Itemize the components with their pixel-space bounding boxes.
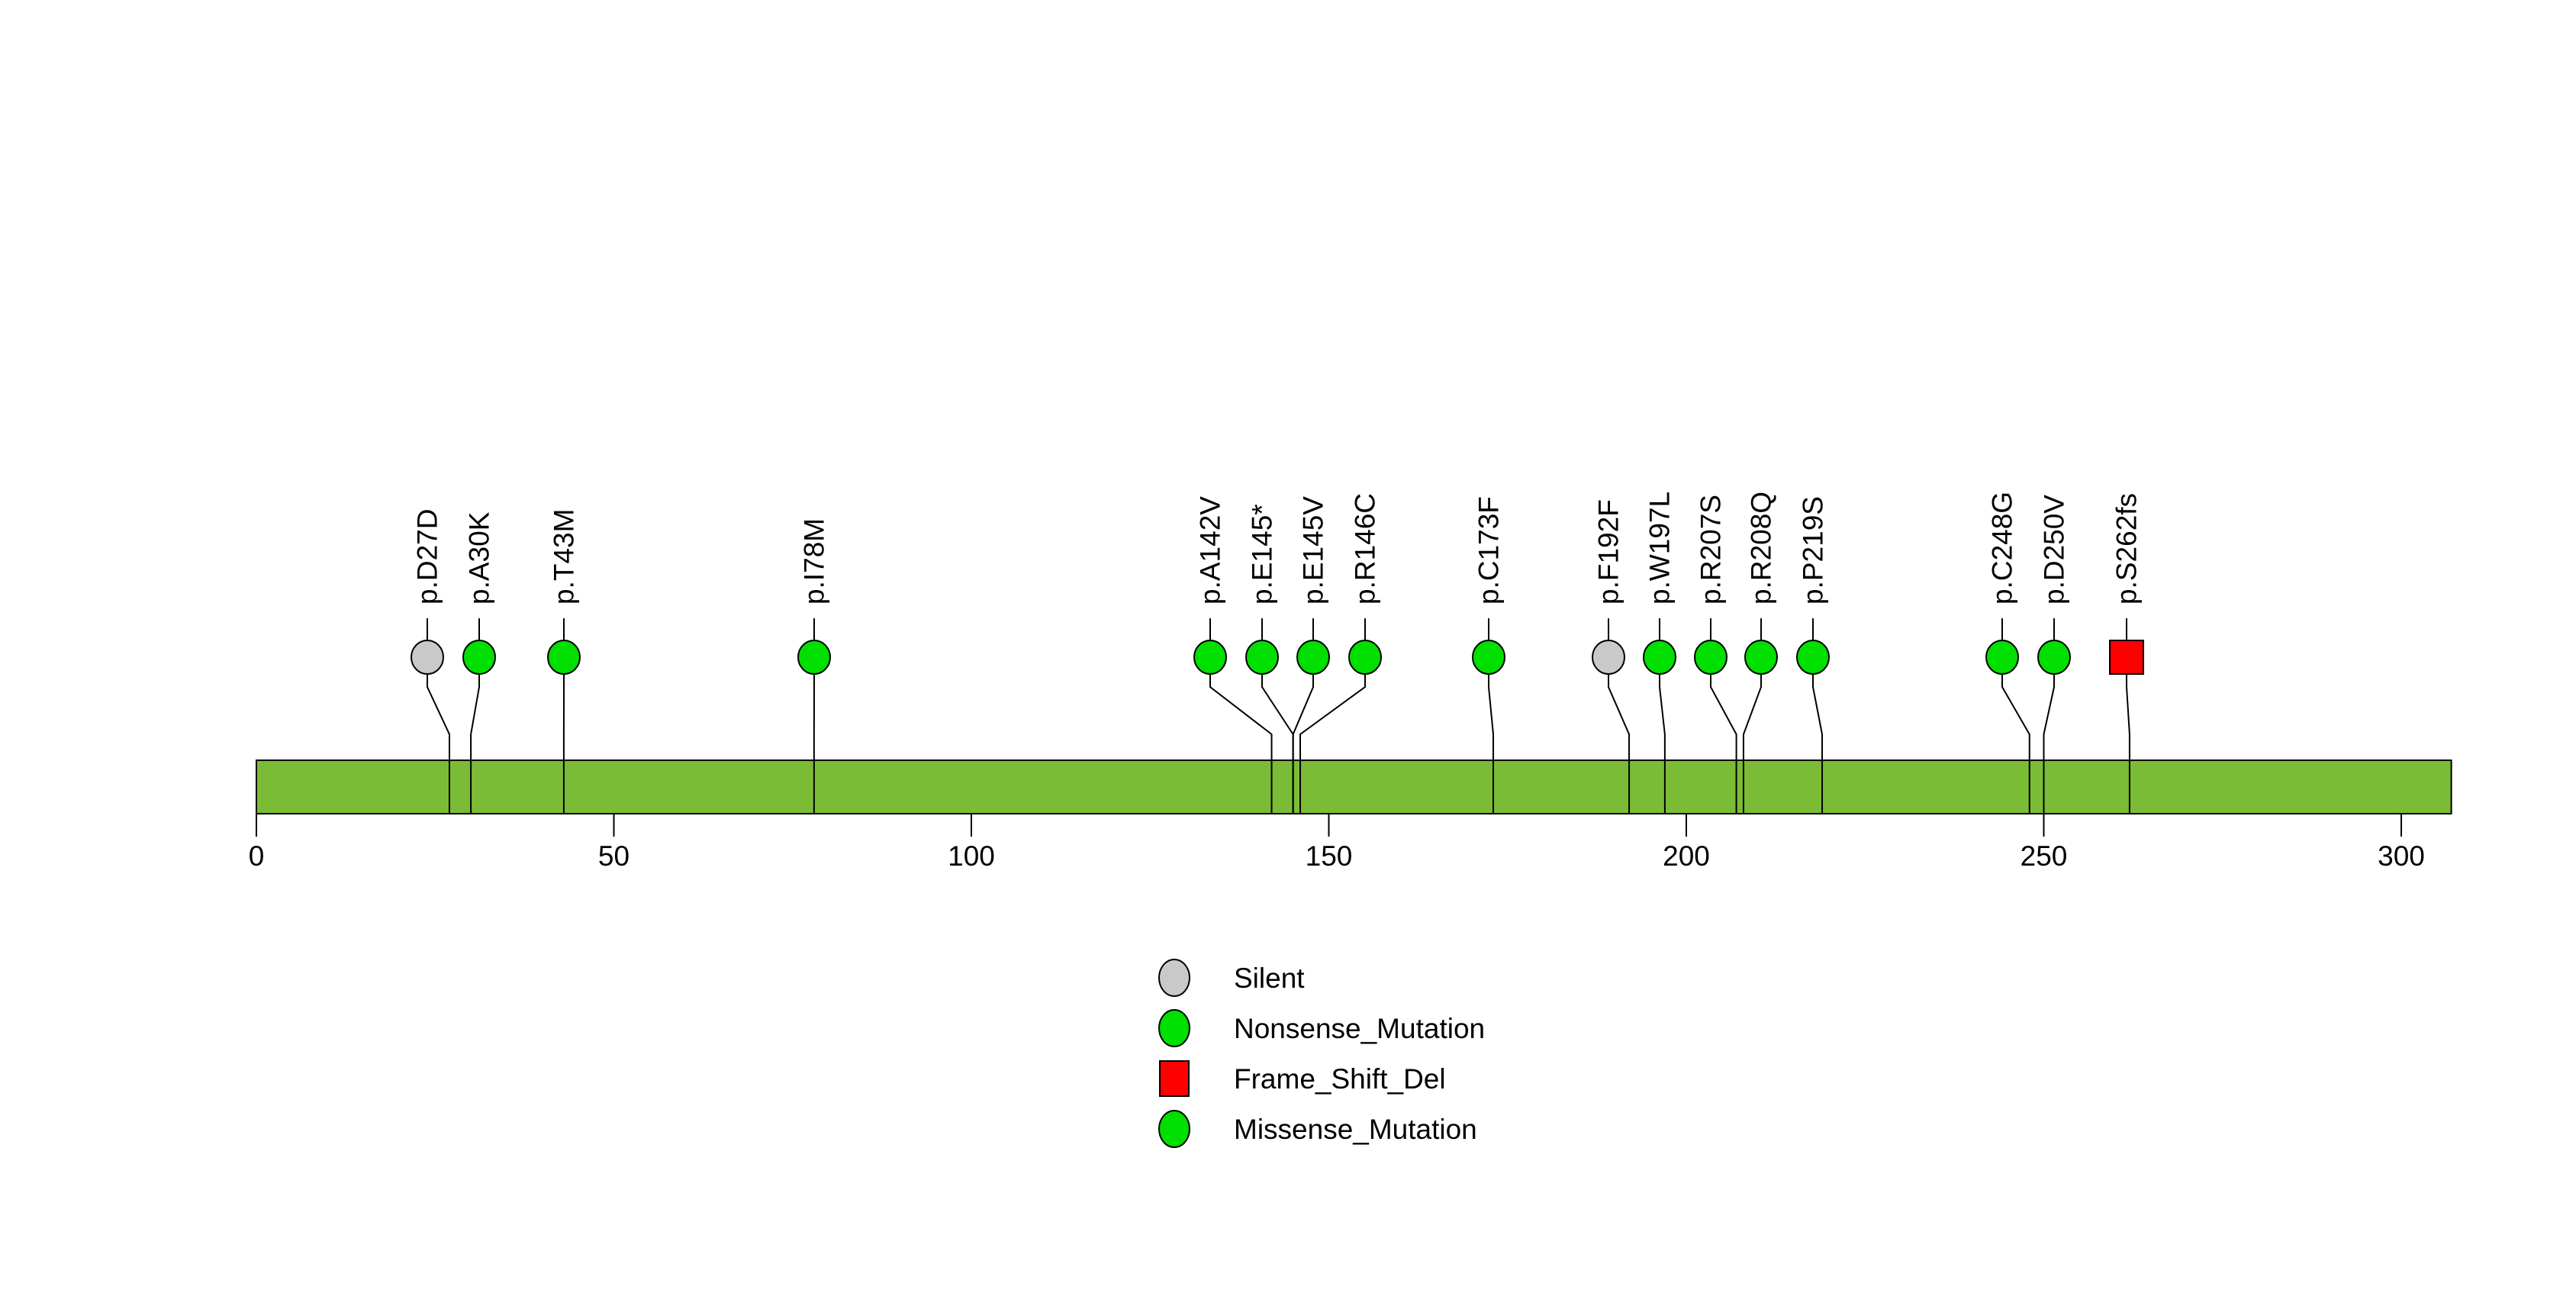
mutation-label: p.C248G — [1987, 492, 2018, 605]
mutation-marker — [1348, 640, 1382, 675]
mutation-marker — [1592, 640, 1625, 675]
mutation-label: p.T43M — [549, 509, 580, 605]
mutation-label: p.A142V — [1195, 496, 1226, 605]
legend-swatch — [1158, 959, 1190, 997]
axis-tick-label: 100 — [948, 840, 995, 872]
mutation-label: p.I78M — [799, 518, 830, 605]
mutation-marker — [1643, 640, 1676, 675]
mutation-marker — [462, 640, 496, 675]
mutation-label: p.R207S — [1695, 495, 1727, 605]
protein-bar — [256, 759, 2452, 814]
mutation-label: p.C173F — [1473, 496, 1505, 605]
legend-label: Silent — [1234, 963, 1305, 994]
mutation-marker — [1985, 640, 2019, 675]
mutation-marker — [797, 640, 831, 675]
mutation-marker — [411, 640, 444, 675]
mutation-marker — [1744, 640, 1778, 675]
mutation-marker — [1245, 640, 1279, 675]
axis-tick-label: 0 — [249, 840, 265, 872]
mutation-label: p.A30K — [464, 511, 495, 605]
mutation-label: p.E145V — [1298, 496, 1329, 605]
mutation-marker — [2109, 640, 2144, 675]
axis-tick-label: 300 — [2378, 840, 2425, 872]
legend-swatch — [1159, 1060, 1190, 1097]
legend-label: Frame_Shift_Del — [1234, 1063, 1446, 1095]
mutation-marker — [1694, 640, 1728, 675]
axis-tick-label: 150 — [1306, 840, 1353, 872]
mutation-label: p.R208Q — [1746, 492, 1777, 605]
mutation-label: p.R146C — [1350, 493, 1381, 605]
mutation-marker — [1796, 640, 1830, 675]
mutation-marker — [2037, 640, 2071, 675]
mutation-label: p.D250V — [2039, 495, 2070, 605]
mutation-label: p.F192F — [1593, 499, 1624, 605]
mutation-label: p.D27D — [412, 509, 443, 605]
mutation-marker — [1296, 640, 1330, 675]
legend-swatch — [1158, 1009, 1190, 1047]
legend-label: Missense_Mutation — [1234, 1114, 1477, 1145]
mutation-marker — [1472, 640, 1505, 675]
legend-swatch — [1158, 1110, 1190, 1148]
mutation-label: p.E145* — [1247, 504, 1278, 605]
mutation-label: p.S262fs — [2111, 493, 2143, 605]
axis-tick-label: 200 — [1663, 840, 1710, 872]
axis-tick-label: 50 — [598, 840, 630, 872]
mutation-label: p.P219S — [1798, 496, 1829, 605]
mutation-marker — [1193, 640, 1227, 675]
axis-tick-label: 250 — [2021, 840, 2068, 872]
mutation-marker — [547, 640, 581, 675]
mutation-label: p.W197L — [1644, 492, 1676, 605]
legend-label: Nonsense_Mutation — [1234, 1013, 1485, 1044]
